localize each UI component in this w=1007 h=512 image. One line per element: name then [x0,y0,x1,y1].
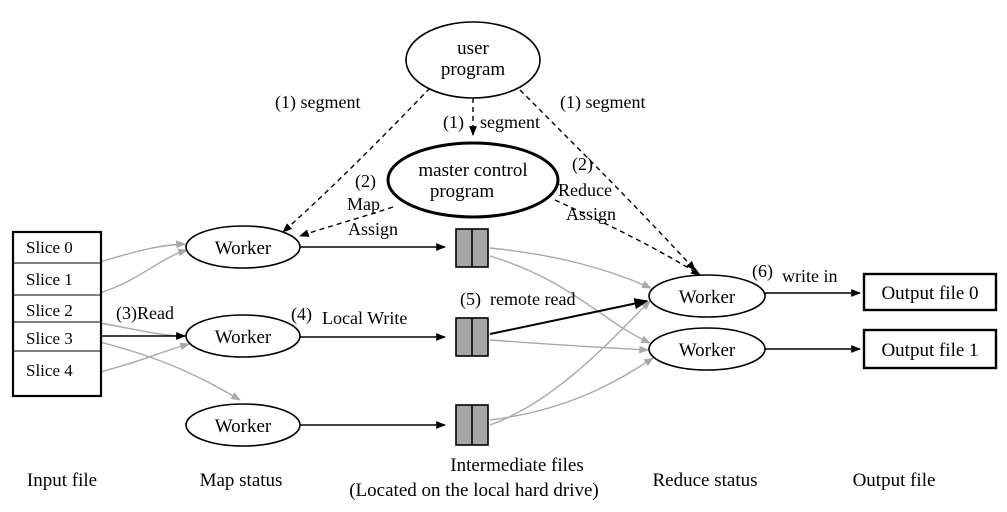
segment-right-label: (1) segment [560,92,645,113]
reduce-assign-l1: Reduce [558,180,612,200]
map-worker-1-label: Worker [215,327,272,348]
user-program-node: user program [405,21,541,99]
caption-output-file: Output file [853,470,936,491]
caption-input-file: Input file [27,470,97,491]
write-in-num: (6) [752,261,773,282]
remote-read-text: remote read [490,289,575,309]
input-slice-0: Slice 0 [26,238,73,257]
solid-arrows [100,243,861,429]
input-file-box: Slice 0 Slice 1 Slice 2 Slice 3 Slice 4 [11,230,103,398]
reduce-worker-0-label: Worker [679,287,736,308]
local-write-text: Local Write [322,308,407,328]
caption-intermediate-2: (Located on the local hard drive) [349,480,599,501]
caption-intermediate-1: Intermediate files [450,455,583,476]
reduce-worker-1: Worker [648,327,766,371]
caption-reduce-status: Reduce status [652,470,757,491]
map-assign-l2: Assign [348,219,398,239]
stage-captions: Input file Map status Intermediate files… [27,455,936,501]
master-label-1: master control [418,160,527,181]
write-in-text: write in [782,266,838,286]
reduce-assign-num: (2) [572,154,593,175]
segment-center-num: (1) [443,112,464,133]
user-program-label-1: user [457,38,489,59]
read-label: (3)Read [116,303,174,324]
output-file-0: Output file 0 [862,272,998,312]
control-arrows [282,87,701,276]
map-assign-num: (2) [355,171,376,192]
input-slice-4: Slice 4 [26,361,73,380]
input-slice-3: Slice 3 [26,329,73,348]
output-file-1: Output file 1 [862,328,998,370]
output-file-1-label: Output file 1 [881,340,978,361]
gray-flow-lines [99,240,654,426]
intermediate-file-2 [455,404,489,446]
edge-labels: (1) segment (1) segment (1) segment (2) … [116,92,838,328]
master-label-2: program [430,181,495,202]
intermediate-file-1 [455,317,489,357]
master-control-node: master control program [386,141,560,219]
segment-left-label: (1) segment [275,92,360,113]
reduce-assign-l2: Assign [566,204,616,224]
reduce-worker-1-label: Worker [679,340,736,361]
intermediate-file-0 [455,228,489,268]
input-slice-2: Slice 2 [26,301,73,320]
map-worker-2: Worker [185,403,301,447]
user-program-label-2: program [441,59,506,80]
caption-map-status: Map status [200,470,283,491]
input-slice-1: Slice 1 [26,270,73,289]
remote-read-num: (5) [460,289,481,310]
map-worker-1: Worker [185,314,301,358]
output-file-0-label: Output file 0 [881,283,978,304]
reduce-worker-0: Worker [648,274,766,318]
map-worker-0: Worker [185,225,301,269]
map-worker-0-label: Worker [215,238,272,259]
map-assign-l1: Map [347,194,380,214]
map-worker-2-label: Worker [215,416,272,437]
segment-center-word: segment [480,112,540,132]
local-write-num: (4) [291,304,312,325]
